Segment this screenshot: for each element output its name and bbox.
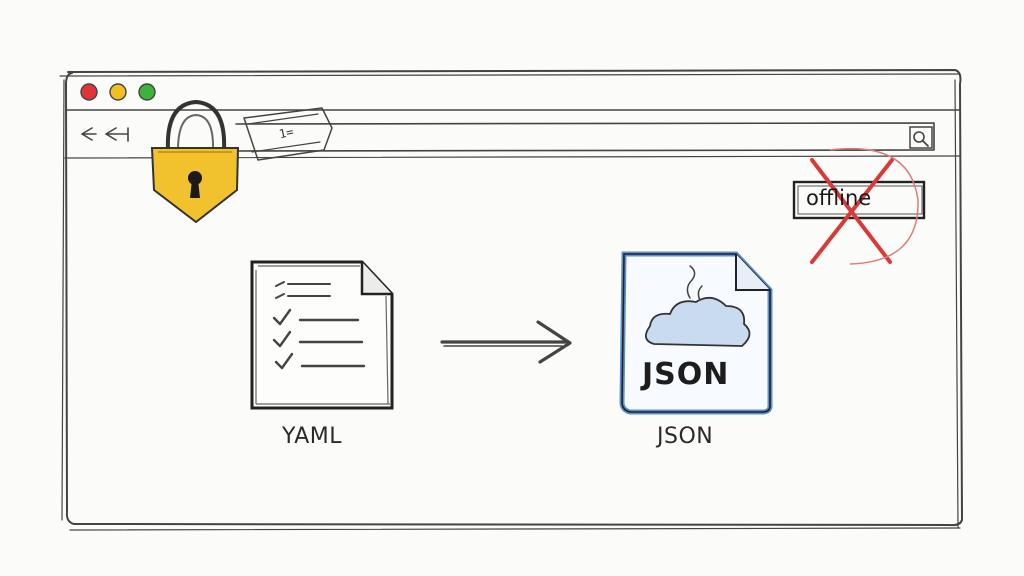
offline-cross-icon bbox=[810, 147, 919, 265]
close-window-button[interactable] bbox=[80, 83, 98, 101]
arrow-right-icon bbox=[440, 320, 572, 364]
maximize-window-button[interactable] bbox=[138, 83, 156, 101]
minimize-window-button[interactable] bbox=[109, 83, 127, 101]
url-tag-icon bbox=[243, 107, 333, 161]
address-bar-text: 1= bbox=[277, 124, 295, 142]
cloud-icon bbox=[644, 265, 751, 347]
offline-status-text: offline bbox=[806, 186, 872, 210]
browser-window-frame bbox=[59, 69, 963, 531]
back-arrows-icon[interactable] bbox=[81, 127, 129, 142]
address-bar[interactable] bbox=[235, 122, 935, 152]
offline-status-badge bbox=[792, 180, 926, 220]
magnifier-icon[interactable] bbox=[913, 131, 929, 147]
json-document-text: JSON bbox=[642, 357, 730, 392]
yaml-document-icon bbox=[250, 260, 394, 410]
padlock-icon bbox=[150, 99, 240, 224]
yaml-label: YAML bbox=[282, 424, 343, 449]
json-label: JSON bbox=[657, 424, 714, 449]
